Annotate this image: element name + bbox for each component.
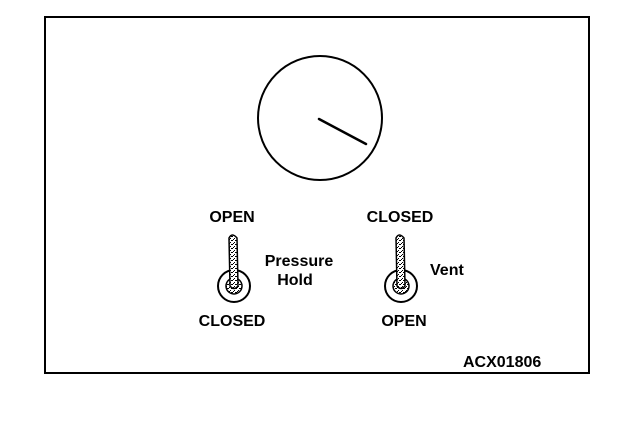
diagram-frame (44, 16, 590, 374)
switch-lever (228, 234, 239, 290)
right-switch-top-label: CLOSED (366, 209, 434, 226)
pressure-gauge-icon (257, 55, 383, 181)
pressure-hold-label-line2: Hold (277, 272, 313, 289)
vent-switch-icon (384, 234, 418, 303)
switch-lever (395, 234, 406, 290)
figure-code: ACX01806 (463, 354, 542, 371)
left-switch-bottom-label: CLOSED (198, 313, 266, 330)
gauge-needle (317, 117, 368, 146)
left-switch-top-label: OPEN (209, 209, 255, 226)
right-switch-bottom-label: OPEN (381, 313, 427, 330)
vent-label: Vent (430, 262, 464, 279)
gauge-dial (257, 55, 383, 181)
pressure-hold-switch-icon (217, 234, 251, 303)
pressure-hold-label-line1: Pressure (264, 253, 334, 270)
